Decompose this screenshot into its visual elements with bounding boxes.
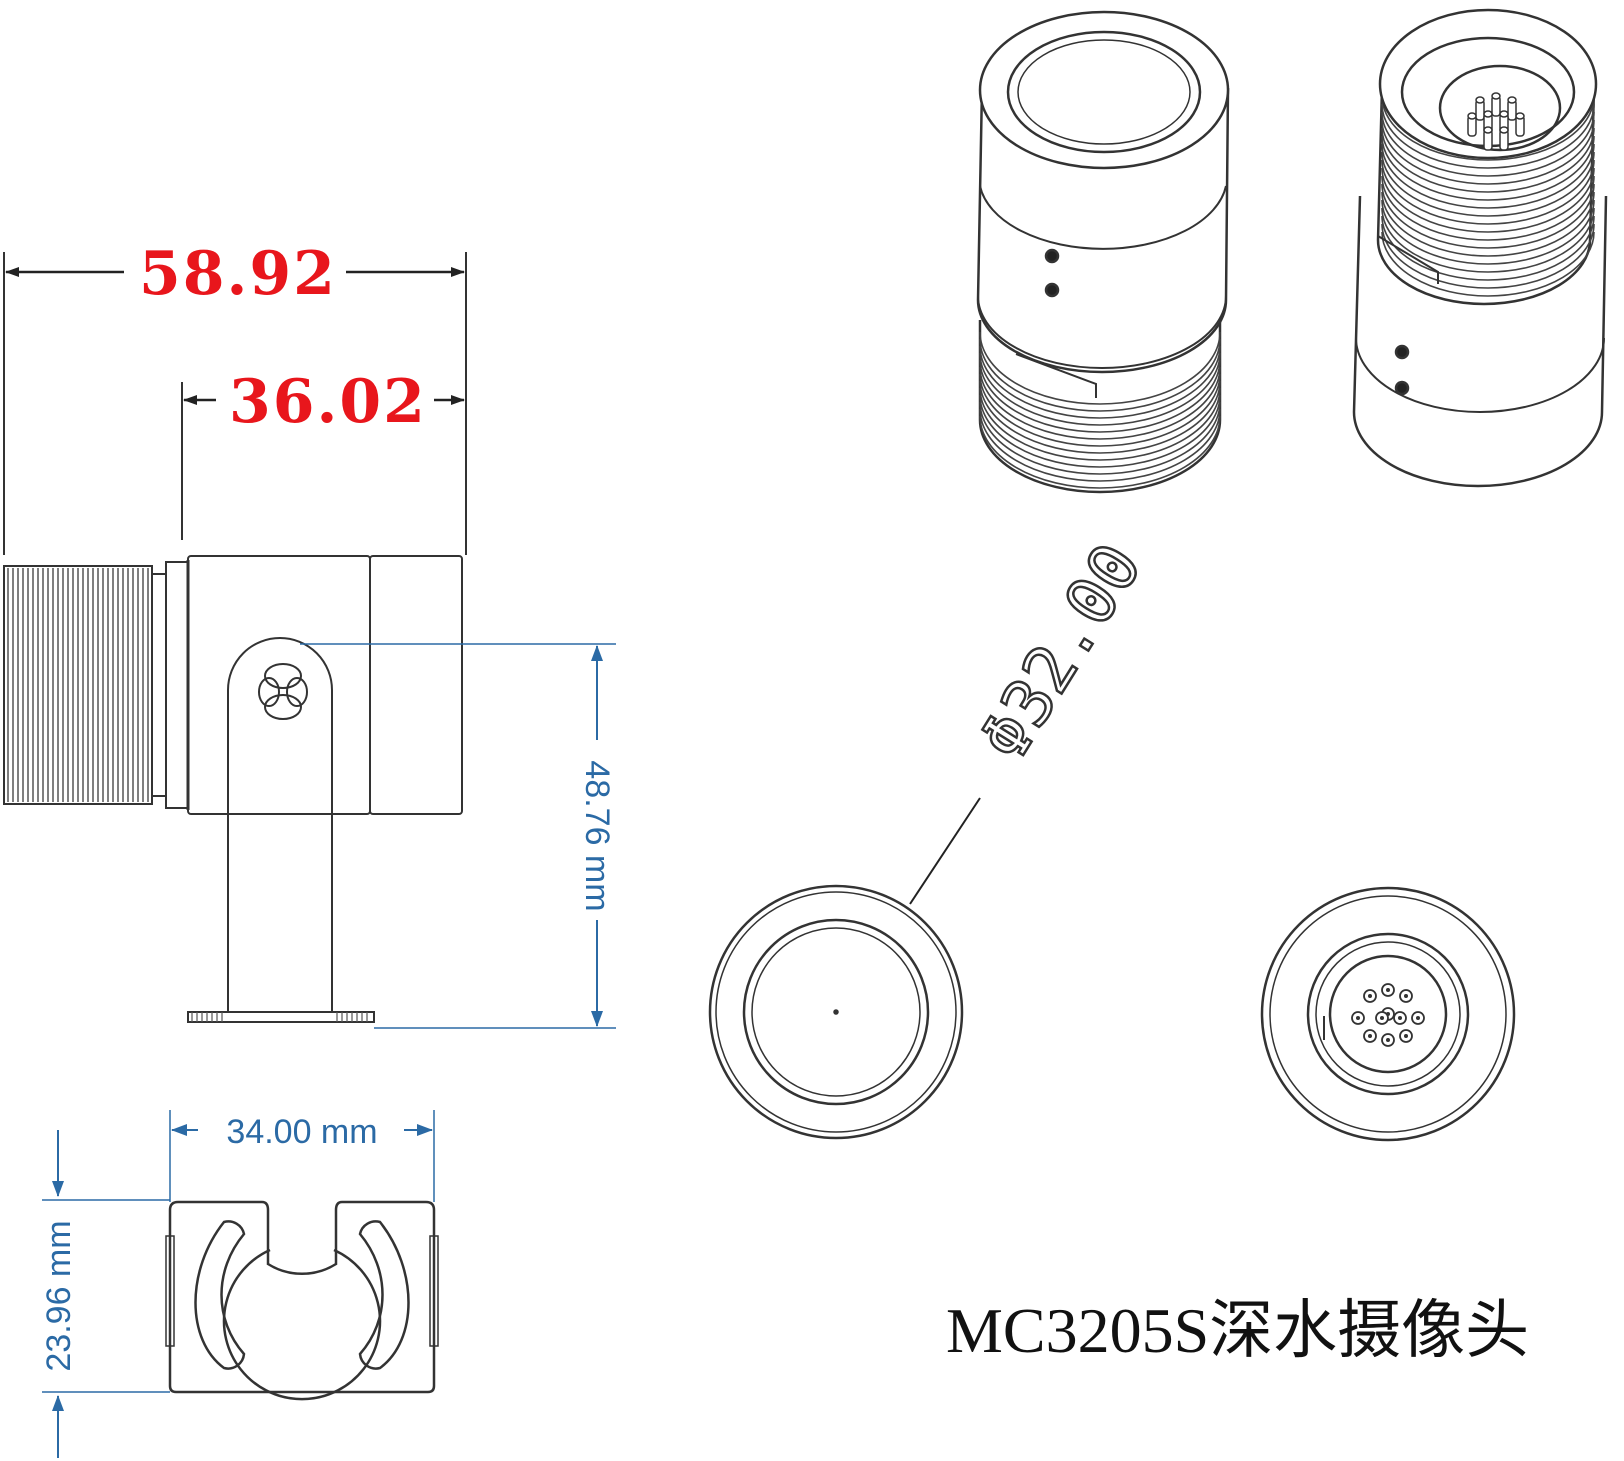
thread-arc: [1381, 167, 1595, 233]
thread-arc: [1381, 231, 1595, 297]
thread-arc: [979, 345, 1221, 419]
connector-pin-top: [1507, 96, 1517, 104]
thread-arc: [1381, 111, 1595, 177]
connector-pin-center: [1398, 1016, 1402, 1020]
mount-bracket-side: [187, 637, 375, 1023]
thread-arc: [979, 352, 1221, 426]
dim-height-label: 48.76 mm: [578, 760, 616, 911]
thread-arc: [979, 408, 1221, 482]
thread-arc: [1381, 143, 1595, 209]
connector-pin-center: [1368, 994, 1372, 998]
thread-arc: [979, 415, 1221, 489]
connector-pin-center: [1380, 1016, 1384, 1020]
dim-bracket-depth-label: 23.96 mm: [40, 1220, 78, 1371]
dimension-height: 48.76 mm: [300, 643, 616, 1029]
dimension-bracket-depth: 23.96 mm: [40, 1130, 170, 1458]
thread-arc: [1381, 103, 1595, 169]
dim-bracket-width-label: 34.00 mm: [226, 1113, 377, 1151]
thread-arc: [979, 331, 1221, 405]
connector-pin-top: [1499, 126, 1509, 134]
camera-body: [186, 555, 463, 815]
thread-arc: [1381, 127, 1595, 193]
dimension-body-length: 36.02: [181, 367, 465, 540]
thread-arc: [1381, 199, 1595, 265]
thread-arc: [979, 380, 1221, 454]
thread-arc: [979, 359, 1221, 433]
connector-pin-top: [1491, 92, 1501, 100]
connector-pin-top: [1467, 112, 1477, 120]
connector-pin-top: [1483, 110, 1493, 118]
thread-arc: [979, 373, 1221, 447]
connector-pin-center: [1368, 1034, 1372, 1038]
thread-arc: [979, 401, 1221, 475]
connector-pin-top: [1483, 126, 1493, 134]
connector-pin-center: [1416, 1016, 1420, 1020]
connector-pin-top: [1499, 110, 1509, 118]
front-view-connector: [1260, 886, 1516, 1142]
connector-pin-center: [1404, 994, 1408, 998]
connector-pin-center: [1404, 1034, 1408, 1038]
thread-arc: [1381, 151, 1595, 217]
iso-view-connector: [1352, 8, 1608, 488]
dimension-overall-length: 58.92: [3, 239, 467, 555]
connector-pin-top: [1515, 112, 1525, 120]
thread-arc: [1381, 135, 1595, 201]
connector-pin-center: [1386, 1038, 1390, 1042]
thread-arc: [1381, 207, 1595, 273]
bracket-top-view: [165, 1200, 439, 1401]
thread-arc: [1381, 223, 1595, 289]
dim-body-length-label: 36.02: [229, 367, 427, 437]
connector-pin-center: [1356, 1016, 1360, 1020]
iso-view-lens: [976, 10, 1230, 494]
thread-arc: [1381, 159, 1595, 225]
connector-pin-center: [1386, 988, 1390, 992]
dimension-bracket-width: 34.00 mm: [169, 1110, 435, 1202]
drawing-title: MC3205S深水摄像头: [946, 1295, 1529, 1366]
thread-arc: [979, 366, 1221, 440]
thread-arc: [979, 338, 1221, 412]
thread-arc: [1381, 191, 1595, 257]
thread-arc: [1381, 183, 1595, 249]
thread-arc: [979, 387, 1221, 461]
connector-pin-top: [1475, 96, 1485, 104]
thread-section: [3, 561, 189, 809]
dim-overall-length-label: 58.92: [139, 239, 337, 309]
side-view: [3, 555, 463, 1023]
dimension-diameter: Φ32.00: [909, 529, 1158, 905]
front-view-lens: [708, 884, 964, 1140]
thread-arc: [1381, 119, 1595, 185]
dim-diameter-label: Φ32.00: [965, 531, 1157, 774]
thread-arc: [1381, 95, 1595, 161]
thread-arc: [979, 394, 1221, 468]
thread-arc: [1381, 175, 1595, 241]
